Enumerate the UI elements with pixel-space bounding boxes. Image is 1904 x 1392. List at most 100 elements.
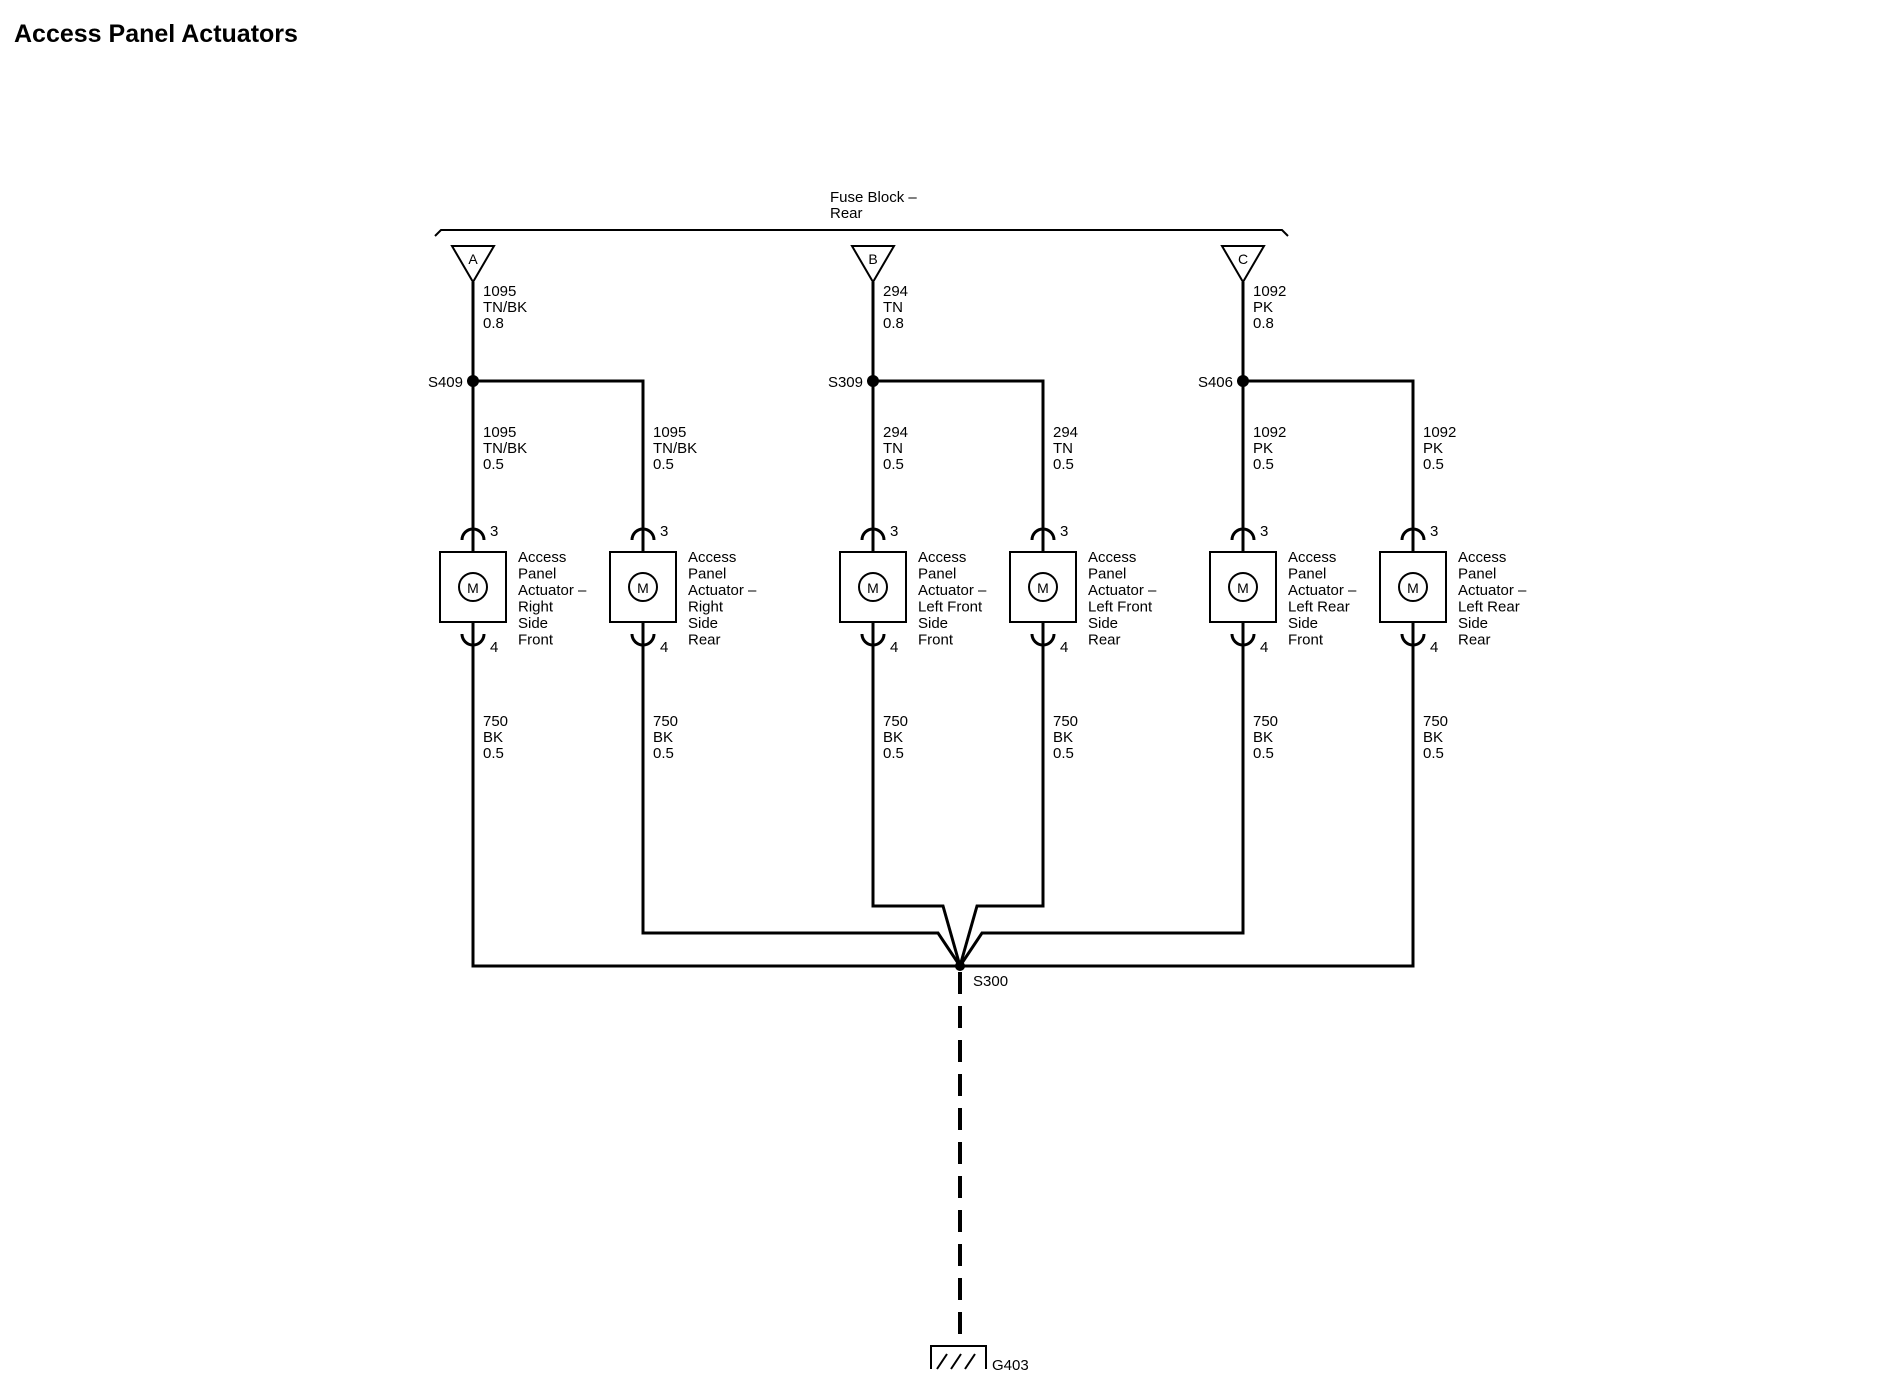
actuator-name-line: Panel xyxy=(518,566,556,583)
ground-wire-label: 0.5 xyxy=(883,745,904,762)
branch-wire-label: 0.5 xyxy=(483,456,504,473)
branch-wire-label: 294 xyxy=(883,424,908,441)
branch-wire-label: 1092 xyxy=(1253,424,1286,441)
feed-wire-label: TN/BK xyxy=(483,299,527,316)
branch-wire-label: 0.5 xyxy=(653,456,674,473)
ground-wire-label: 750 xyxy=(1253,713,1278,730)
branch-wire xyxy=(873,379,1045,530)
pin-3-label: 3 xyxy=(660,523,668,540)
feed-wire-label: 1095 xyxy=(483,283,516,300)
ground-wire-label: BK xyxy=(1053,729,1073,746)
actuator-name-line: Side xyxy=(688,615,718,632)
ground-wire-label: 0.5 xyxy=(483,745,504,762)
motor-icon xyxy=(628,572,658,602)
pin-3-label: 3 xyxy=(490,523,498,540)
branch-wire-label: 0.5 xyxy=(1053,456,1074,473)
actuator-name-line: Access xyxy=(1088,549,1136,566)
motor-icon xyxy=(858,572,888,602)
actuator-name-line: Access xyxy=(1458,549,1506,566)
fuse-terminal-label: C xyxy=(1238,251,1248,267)
branch-wire-label: 1095 xyxy=(653,424,686,441)
actuator-name-line: Actuator – xyxy=(918,582,987,599)
actuator-name-line: Right xyxy=(518,599,554,616)
actuator-name-line: Panel xyxy=(688,566,726,583)
pin-3-label: 3 xyxy=(1430,523,1438,540)
fuse-terminal-1: A xyxy=(450,245,496,284)
actuator-name-line: Actuator – xyxy=(518,582,587,599)
branch-wire-label: 0.5 xyxy=(1253,456,1274,473)
pin-3-label: 3 xyxy=(890,523,898,540)
motor-icon xyxy=(1028,572,1058,602)
motor-symbol: M xyxy=(637,580,649,596)
feed-wire-label: TN xyxy=(883,299,903,316)
actuator-name-line: Access xyxy=(1288,549,1336,566)
feed-wire-label: 0.8 xyxy=(1253,315,1274,332)
ground-wire-label: 750 xyxy=(1423,713,1448,730)
actuator-name-line: Access xyxy=(688,549,736,566)
pin-3-label: 3 xyxy=(1260,523,1268,540)
ground-wire-label: 0.5 xyxy=(1253,745,1274,762)
ground-wire-label: 0.5 xyxy=(653,745,674,762)
pin-4-label: 4 xyxy=(890,639,898,656)
ground-wire-label: 0.5 xyxy=(1053,745,1074,762)
ground-wire-label: BK xyxy=(883,729,903,746)
pin-4-label: 4 xyxy=(490,639,498,656)
connector-bottom xyxy=(860,633,886,647)
ground-wire-label: 750 xyxy=(653,713,678,730)
motor-symbol: M xyxy=(1237,580,1249,596)
actuator-name-line: Access xyxy=(518,549,566,566)
fuse-terminal-3: C xyxy=(1220,245,1266,284)
feed-wires: 1095TN/BK0.8S409294TN0.8S3091092PK0.8S40… xyxy=(428,282,1456,530)
motor-icon xyxy=(1398,572,1428,602)
actuator-name-line: Left Rear xyxy=(1288,599,1350,616)
ground-wire-1 xyxy=(471,646,960,968)
actuator-name-line: Front xyxy=(1288,632,1324,649)
splice-s300-dot xyxy=(955,961,965,971)
actuator-name-line: Panel xyxy=(1288,566,1326,583)
feed-wire-label: 0.8 xyxy=(883,315,904,332)
branch-wire-label: 1092 xyxy=(1423,424,1456,441)
actuator-name-line: Side xyxy=(1288,615,1318,632)
ground-wire-label: 750 xyxy=(483,713,508,730)
ground-wire-label: BK xyxy=(653,729,673,746)
actuator-name-line: Left Front xyxy=(1088,599,1153,616)
splice-label: S409 xyxy=(428,374,463,391)
fuse-block-label-line-2: Rear xyxy=(830,205,863,222)
motor-symbol: M xyxy=(1037,580,1049,596)
actuator-name-line: Panel xyxy=(1458,566,1496,583)
page-title: Access Panel Actuators xyxy=(14,20,298,48)
actuator-name-line: Actuator – xyxy=(1458,582,1527,599)
ground-wire-label: 750 xyxy=(1053,713,1078,730)
actuator-name-line: Side xyxy=(918,615,948,632)
pin-4-label: 4 xyxy=(1260,639,1268,656)
motor-icon xyxy=(458,572,488,602)
motor-icon xyxy=(1228,572,1258,602)
feed-wire-label: 1092 xyxy=(1253,283,1286,300)
ground-wire-6 xyxy=(960,646,1415,968)
splice-label: S406 xyxy=(1198,374,1233,391)
actuator-name-line: Actuator – xyxy=(1088,582,1157,599)
motor-symbol: M xyxy=(467,580,479,596)
connector-bottom xyxy=(1030,633,1056,647)
branch-wire-label: TN/BK xyxy=(483,440,527,457)
actuator-name-line: Access xyxy=(918,549,966,566)
pin-3-label: 3 xyxy=(1060,523,1068,540)
splice-s300-label: S300 xyxy=(973,973,1008,990)
actuator-name-line: Panel xyxy=(918,566,956,583)
ground-wire-label: 750 xyxy=(883,713,908,730)
branch-wire-label: TN xyxy=(1053,440,1073,457)
feed-wire-label: PK xyxy=(1253,299,1273,316)
pin-4-label: 4 xyxy=(1060,639,1068,656)
fuse-block-label-line-1: Fuse Block – xyxy=(830,189,917,206)
connector-bottom xyxy=(460,633,486,647)
actuator-name-line: Front xyxy=(918,632,954,649)
ground-wire-label: 0.5 xyxy=(1423,745,1444,762)
branch-wire-label: 0.5 xyxy=(883,456,904,473)
